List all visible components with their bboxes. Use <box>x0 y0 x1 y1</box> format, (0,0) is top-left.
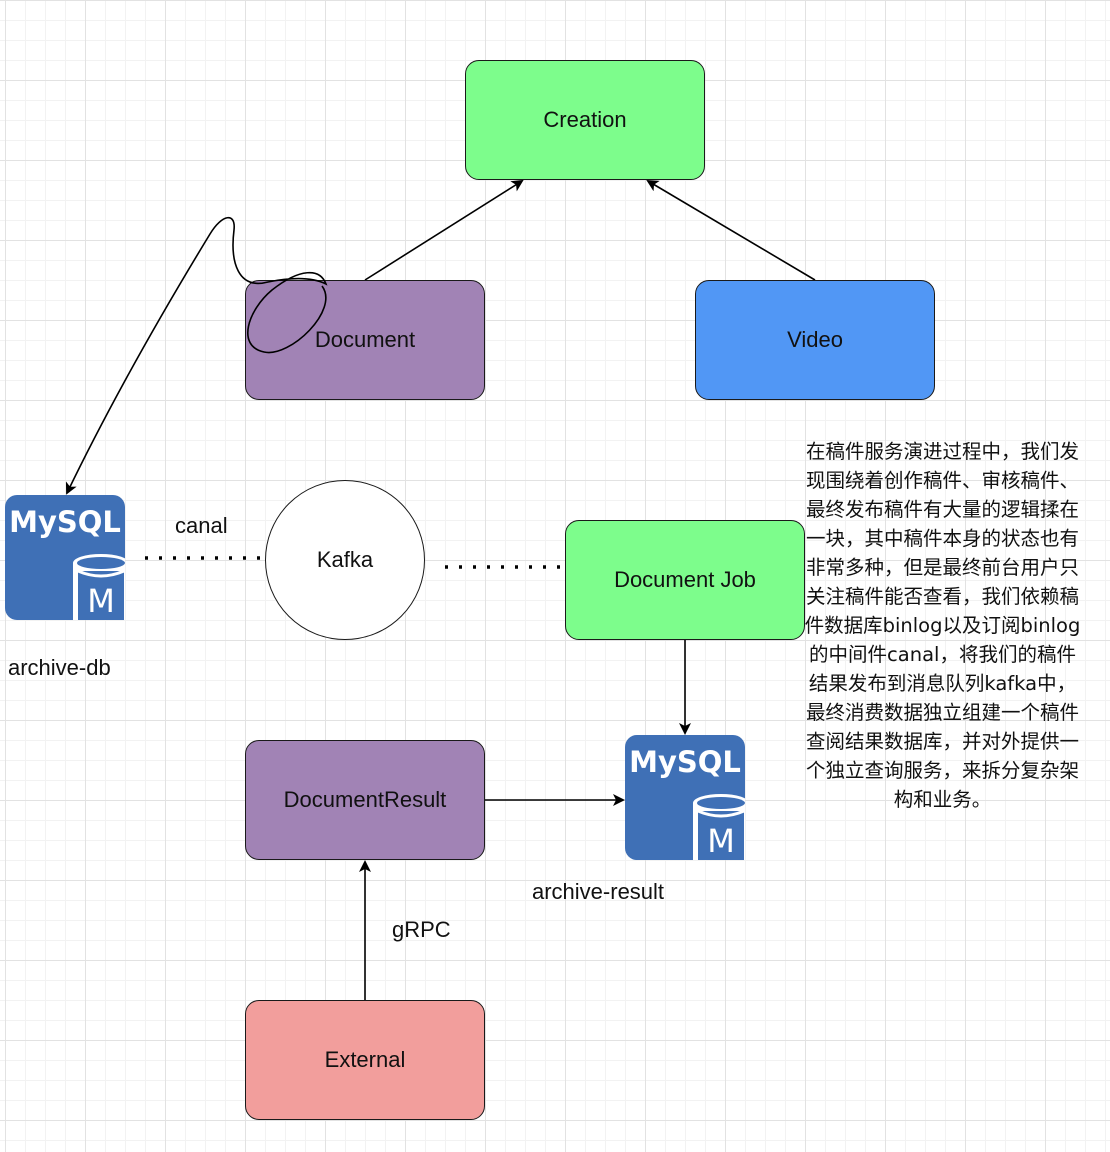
archive-db-label: archive-db <box>8 655 111 680</box>
document-label: Document <box>314 327 416 352</box>
mysql-database-icon[interactable]: MySQL M <box>625 735 745 860</box>
video-label: Video <box>787 327 843 352</box>
document-job-label: Document Job <box>614 567 756 592</box>
creation-label: Creation <box>543 107 627 132</box>
external-node[interactable]: External <box>245 1000 485 1120</box>
document-node[interactable]: Document <box>245 280 485 400</box>
arrow-document-to-creation[interactable] <box>364 179 524 281</box>
arrow-video-to-creation[interactable] <box>646 179 816 281</box>
external-label: External <box>324 1047 406 1072</box>
kafka-label: Kafka <box>316 547 374 572</box>
grpc-edge-label: gRPC <box>392 917 451 942</box>
kafka-node[interactable]: Kafka <box>265 480 425 640</box>
document-result-label: DocumentResult <box>283 787 447 812</box>
mysql-logo-text: MySQL <box>9 505 121 539</box>
mysql-logo-text: MySQL <box>629 745 741 779</box>
mysql-badge: M <box>707 822 735 860</box>
mysql-database-icon[interactable]: MySQL M <box>5 495 125 620</box>
document-result-node[interactable]: DocumentResult <box>245 740 485 860</box>
archive-result-label: archive-result <box>532 879 665 904</box>
canal-edge-label: canal <box>175 513 228 538</box>
mysql-badge: M <box>87 582 115 620</box>
document-job-node[interactable]: Document Job <box>565 520 805 640</box>
description-note: 在稿件服务演进过程中，我们发现围绕着创作稿件、审核稿件、最终发布稿件有大量的逻辑… <box>804 440 1081 811</box>
creation-node[interactable]: Creation <box>465 60 705 180</box>
video-node[interactable]: Video <box>695 280 935 400</box>
